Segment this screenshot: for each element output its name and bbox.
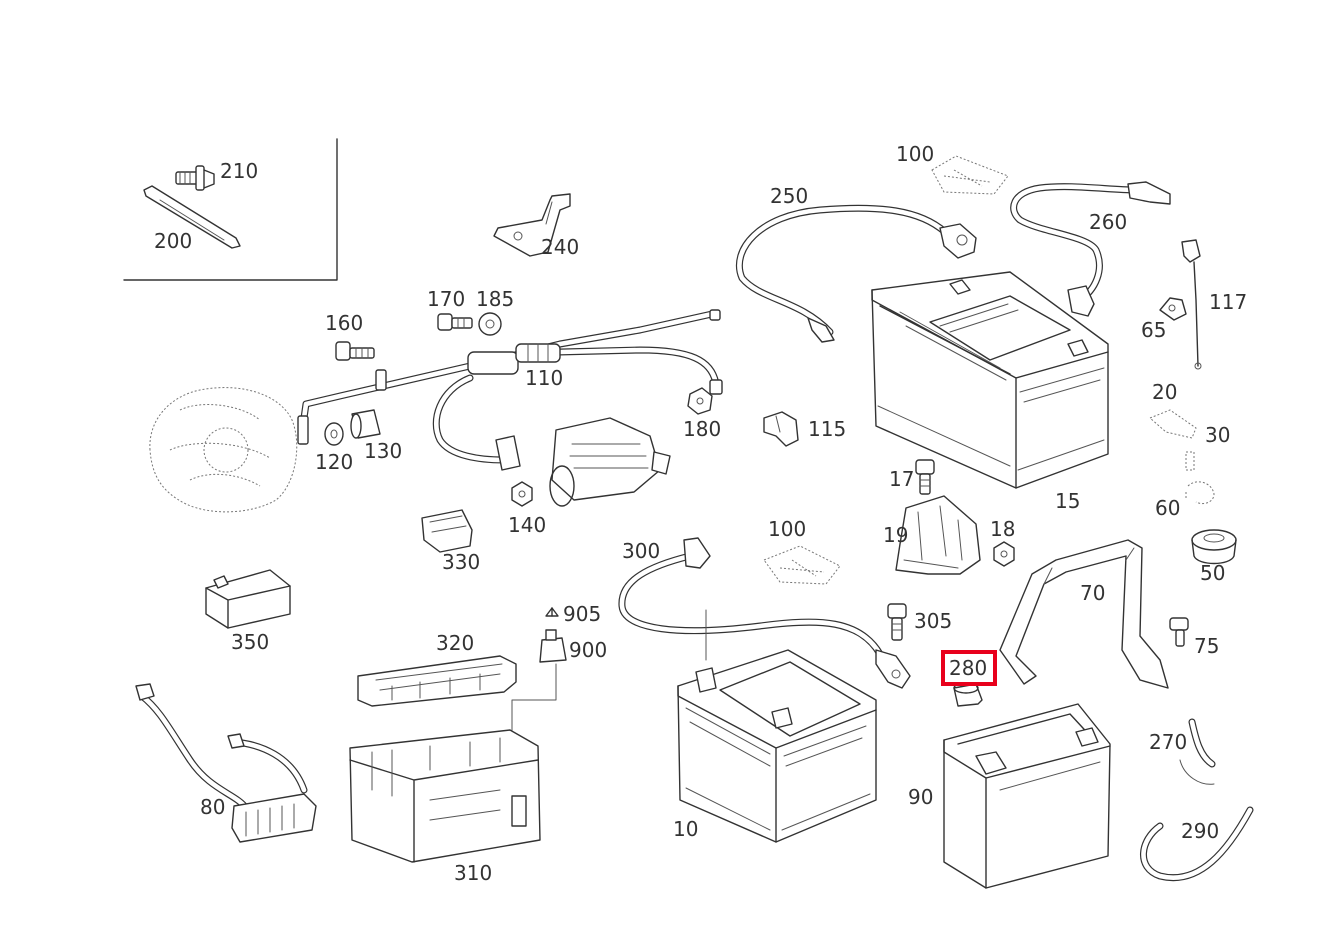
label-19: 19 (883, 523, 908, 547)
part-117-lead[interactable] (1181, 239, 1202, 370)
part-30-fastener[interactable] (1185, 451, 1195, 471)
label-290: 290 (1181, 819, 1219, 843)
highlight-box-280 (941, 650, 997, 686)
part-115-clip[interactable] (763, 411, 799, 447)
part-280-cap[interactable] (953, 682, 983, 707)
label-160: 160 (325, 311, 363, 335)
part-240-bracket[interactable] (493, 193, 571, 257)
label-30: 30 (1205, 423, 1230, 447)
part-100-pad-top[interactable] (931, 155, 1009, 195)
label-115: 115 (808, 417, 846, 441)
label-320: 320 (436, 631, 474, 655)
label-270: 270 (1149, 730, 1187, 754)
label-900: 900 (569, 638, 607, 662)
part-65-nut[interactable] (1159, 297, 1187, 321)
part-140-nut[interactable] (511, 481, 533, 507)
part-350-box[interactable] (205, 569, 291, 629)
inset-box (123, 138, 338, 281)
label-70: 70 (1080, 581, 1105, 605)
part-75-bolt[interactable] (1169, 617, 1189, 647)
label-200: 200 (154, 229, 192, 253)
part-330-holder[interactable] (421, 509, 473, 553)
part-100-pad-middle[interactable] (763, 545, 841, 585)
label-75: 75 (1194, 634, 1219, 658)
part-170-bolt[interactable] (437, 313, 473, 331)
callout-labels: 210 200 240 100 250 260 117 65 160 170 1… (154, 142, 1247, 885)
label-130: 130 (364, 439, 402, 463)
label-60: 60 (1155, 496, 1180, 520)
part-200-bracket[interactable] (143, 185, 241, 249)
label-305: 305 (914, 609, 952, 633)
alternator-outline (149, 387, 298, 513)
label-330: 330 (442, 550, 480, 574)
part-905-fuse[interactable] (545, 607, 559, 617)
part-290-hose[interactable] (1140, 806, 1254, 882)
part-50-grommet[interactable] (1191, 529, 1237, 565)
part-160-bolt[interactable] (335, 341, 375, 361)
part-320-cover[interactable] (357, 655, 517, 707)
label-18: 18 (990, 517, 1015, 541)
label-905: 905 (563, 602, 601, 626)
label-140: 140 (508, 513, 546, 537)
part-305-bolt[interactable] (887, 603, 907, 641)
label-260: 260 (1089, 210, 1127, 234)
label-110: 110 (525, 366, 563, 390)
label-280: 280 (949, 656, 987, 680)
label-117: 117 (1209, 290, 1247, 314)
part-210-bolt[interactable] (175, 165, 215, 191)
part-60-fastener[interactable] (1185, 481, 1215, 505)
label-100-middle: 100 (768, 517, 806, 541)
part-80-connector[interactable] (135, 683, 317, 843)
part-120-washer[interactable] (324, 422, 344, 446)
label-65: 65 (1141, 318, 1166, 342)
part-17-bolt[interactable] (915, 459, 935, 495)
label-300: 300 (622, 539, 660, 563)
part-10-battery-medium[interactable] (677, 649, 877, 843)
label-170: 170 (427, 287, 465, 311)
part-270-elbow[interactable] (1179, 718, 1216, 785)
label-90: 90 (908, 785, 933, 809)
part-250-cable[interactable] (735, 204, 977, 343)
label-20: 20 (1152, 380, 1177, 404)
label-17: 17 (889, 467, 914, 491)
part-70-bracket[interactable] (999, 539, 1169, 689)
label-10: 10 (673, 817, 698, 841)
label-310: 310 (454, 861, 492, 885)
part-310-fusebox[interactable] (349, 729, 541, 863)
part-20-fastener[interactable] (1149, 409, 1197, 439)
label-240: 240 (541, 235, 579, 259)
part-300-cable[interactable] (618, 537, 911, 689)
label-210: 210 (220, 159, 258, 183)
label-185: 185 (476, 287, 514, 311)
part-18-nut[interactable] (993, 541, 1015, 567)
part-110-harness[interactable] (297, 309, 723, 471)
label-120: 120 (315, 450, 353, 474)
part-90-battery-aux[interactable] (943, 703, 1111, 889)
label-350: 350 (231, 630, 269, 654)
part-19-clamp[interactable] (895, 495, 981, 575)
part-130-sleeve[interactable] (350, 409, 381, 439)
part-180-nut[interactable] (687, 387, 713, 415)
part-185-washer[interactable] (478, 312, 502, 336)
starter-motor (549, 417, 671, 507)
part-260-cable[interactable] (1010, 181, 1171, 317)
label-180: 180 (683, 417, 721, 441)
label-80: 80 (200, 795, 225, 819)
part-15-battery-large[interactable] (871, 271, 1109, 489)
label-50: 50 (1200, 561, 1225, 585)
part-900-holder[interactable] (539, 629, 567, 663)
label-250: 250 (770, 184, 808, 208)
label-15: 15 (1055, 489, 1080, 513)
label-100-top: 100 (896, 142, 934, 166)
